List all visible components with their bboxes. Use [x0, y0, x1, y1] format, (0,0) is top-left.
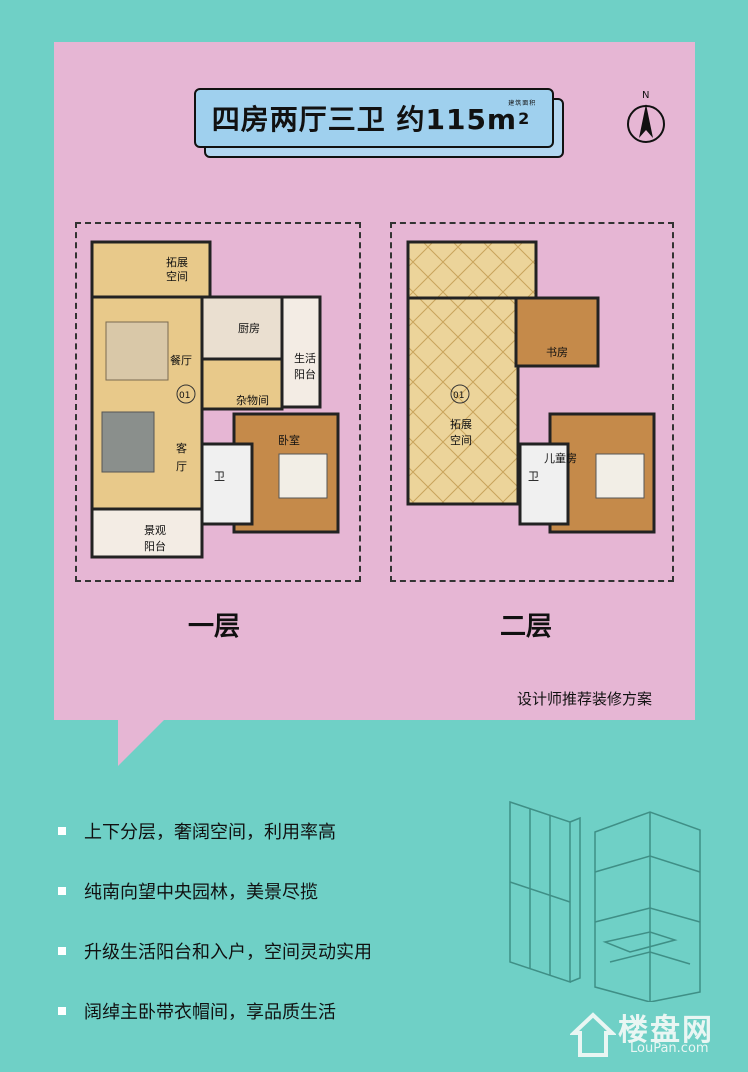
feature-text: 上下分层，奢阔空间，利用率高 [84, 822, 336, 843]
bullet-square-icon [58, 827, 66, 835]
floor2-plan-frame [390, 222, 674, 582]
floor1-plan-frame [75, 222, 361, 582]
feature-text: 阔绰主卧带衣帽间，享品质生活 [84, 1002, 336, 1023]
compass-letter: N [642, 90, 649, 101]
f1-view-balcony-label-1: 景观 [144, 524, 166, 537]
feature-item: 阔绰主卧带衣帽间，享品质生活 [36, 998, 336, 1024]
f1-bedroom-label: 卧室 [278, 433, 300, 447]
bullet-square-icon [58, 947, 66, 955]
bullet-square-icon [58, 1007, 66, 1015]
watermark: 楼盘网 LouPan.com [570, 1005, 740, 1065]
feature-item: 纯南向望中央园林，美景尽揽 [36, 878, 318, 904]
feature-text: 纯南向望中央园林，美景尽揽 [84, 882, 318, 903]
house-logo-icon [570, 1012, 616, 1057]
f1-living-label-2: 厅 [176, 460, 187, 473]
f1-expand-label-1: 拓展 [166, 255, 188, 269]
floor1-plan: 拓展 空间 厨房 餐厅 生活 阳台 01 杂物间 客 厅 卧室 卫 景观 阳台 [90, 240, 340, 559]
f2-number-label: 01 [453, 391, 464, 401]
bullet-square-icon [58, 887, 66, 895]
feature-item: 上下分层，奢阔空间，利用率高 [36, 818, 336, 844]
f1-storage-label: 杂物间 [236, 393, 269, 407]
floor2-plan: 书房 01 拓展 空间 儿童房 卫 [406, 240, 656, 534]
f1-view-balcony-label-2: 阳台 [144, 539, 166, 553]
f2-expand-label-1: 拓展 [450, 417, 472, 431]
f2-study-label: 书房 [546, 346, 568, 359]
f1-dining-label: 餐厅 [170, 353, 192, 367]
title-superscript: 2 [518, 108, 531, 128]
f1-service-balcony-label-2: 阳台 [294, 367, 316, 381]
watermark-name: 楼盘网 [618, 1013, 714, 1048]
designer-note: 设计师推荐装修方案 [517, 690, 653, 708]
title-text: 四房两厅三卫 约115m [211, 103, 518, 136]
f2-bath-label: 卫 [528, 470, 539, 483]
f1-service-balcony-label-1: 生活 [294, 351, 316, 365]
f2-kids-room-label: 儿童房 [544, 451, 577, 465]
floor1-label: 一层 [188, 612, 241, 642]
f1-expand-label-2: 空间 [166, 269, 188, 283]
wardrobe-sketch-icon [509, 800, 701, 1002]
f1-kitchen-label: 厨房 [238, 322, 260, 335]
f1-bath-label: 卫 [214, 470, 225, 483]
watermark-url: LouPan.com [630, 1041, 709, 1056]
f1-number-label: 01 [179, 391, 190, 401]
card-speech-tail [118, 718, 166, 766]
north-compass-icon: N [627, 90, 665, 143]
f2-expand-label-2: 空间 [450, 433, 472, 447]
feature-item: 升级生活阳台和入户，空间灵动实用 [36, 938, 372, 964]
feature-text: 升级生活阳台和入户，空间灵动实用 [84, 942, 372, 963]
title-area-note: 建筑面积 [508, 99, 537, 107]
f1-living-label-1: 客 [176, 441, 187, 455]
floor2-label: 二层 [500, 612, 553, 642]
